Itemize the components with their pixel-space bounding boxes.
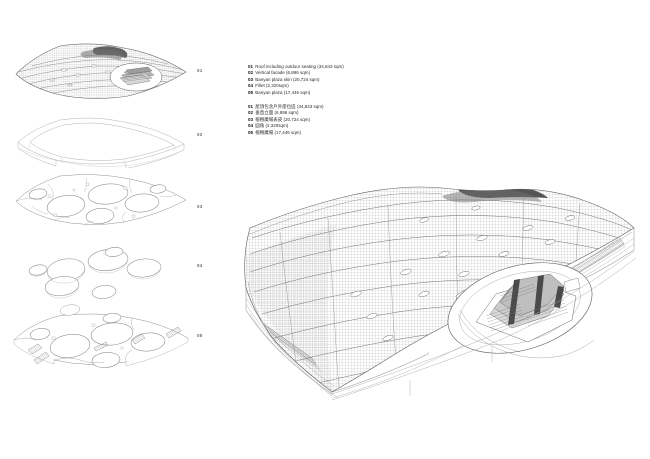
terraced-auditorium — [475, 273, 581, 343]
legend-item-03-text: Banyan plaza skin (20,724 sqm) — [255, 76, 320, 82]
legend-cjk-item-01-number: 01 — [248, 104, 254, 110]
legend-cjk-item-04-text: 圓角 (2,320sqm) — [255, 123, 289, 129]
legend-item-04-number: 04 — [248, 83, 254, 89]
index-label-04: 04 — [197, 263, 203, 268]
legend-cjk-item-05: 05 榕樹廣場 (17,446 sqm) — [248, 130, 398, 136]
legend-cjk-item-01-text: 屋頂包含戶外座位區 (34,843 sqm) — [255, 104, 324, 110]
layer-02-vertical-facade — [8, 112, 198, 169]
layer-05-banyan-plaza — [8, 304, 198, 380]
legend-item-02: 02 Vertical facade (6,896 sqm) — [248, 70, 398, 76]
legend-cjk-item-01: 01 屋頂包含戶外座位區 (34,843 sqm) — [248, 104, 398, 110]
legend-item-03: 03 Banyan plaza skin (20,724 sqm) — [248, 77, 398, 83]
legend-item-04-text: Fillet (2,320sqm) — [255, 83, 289, 89]
legend-cjk-item-03-number: 03 — [248, 116, 254, 122]
legend-cjk-item-02: 02 垂直立面 (6,896 sqm) — [248, 110, 398, 116]
index-label-01: 01 — [197, 68, 203, 73]
legend: 01 Roof including outdoor seating (34,84… — [248, 64, 398, 136]
legend-item-02-text: Vertical facade (6,896 sqm) — [255, 70, 310, 76]
layer-04-fillet — [8, 240, 198, 302]
legend-item-03-number: 03 — [248, 76, 254, 82]
legend-item-05: 05 Banyan plaza (17,446 sqm) — [248, 90, 398, 96]
legend-item-01: 01 Roof including outdoor seating (34,84… — [248, 64, 398, 70]
layer-01-roof-including-outdoor-seating — [8, 42, 198, 104]
legend-cjk-item-02-text: 垂直立面 (6,896 sqm) — [255, 110, 299, 116]
legend-item-01-number: 01 — [248, 64, 254, 69]
index-label-05: 05 — [197, 333, 203, 338]
legend-english: 01 Roof including outdoor seating (34,84… — [248, 64, 398, 96]
main-axonometric-view — [228, 146, 650, 402]
layer-03-banyan-plaza-skin — [8, 170, 198, 236]
legend-item-04: 04 Fillet (2,320sqm) — [248, 83, 398, 89]
legend-item-05-number: 05 — [248, 89, 254, 95]
exploded-axonometric-stack — [8, 42, 208, 402]
legend-item-01-text: Roof including outdoor seating (34,843 s… — [255, 64, 344, 69]
legend-cjk-item-05-number: 05 — [248, 129, 254, 135]
legend-item-02-number: 02 — [248, 70, 254, 76]
legend-cjk-item-05-text: 榕樹廣場 (17,446 sqm) — [255, 129, 301, 135]
legend-cjk-item-03-text: 榕樹廣場表皮 (20,724 sqm) — [255, 116, 310, 122]
legend-cjk-item-03: 03 榕樹廣場表皮 (20,724 sqm) — [248, 117, 398, 123]
legend-chinese: 01 屋頂包含戶外座位區 (34,843 sqm) 02 垂直立面 (6,896… — [248, 104, 398, 136]
legend-cjk-item-04-number: 04 — [248, 123, 254, 129]
index-label-02: 02 — [197, 132, 203, 137]
legend-cjk-item-04: 04 圓角 (2,320sqm) — [248, 123, 398, 129]
legend-item-05-text: Banyan plaza (17,446 sqm) — [255, 89, 311, 95]
index-label-03: 03 — [197, 204, 203, 209]
legend-cjk-item-02-number: 02 — [248, 110, 254, 116]
